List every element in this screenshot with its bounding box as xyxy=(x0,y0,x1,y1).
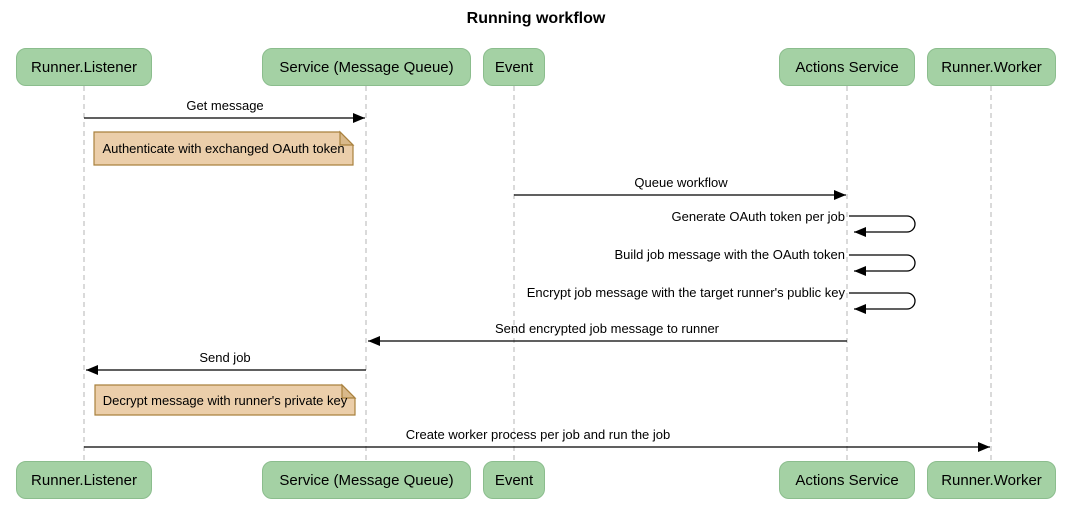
actor-bottom-actions-service: Actions Service xyxy=(779,461,915,499)
message-label-build-job-message: Build job message with the OAuth token xyxy=(614,247,845,262)
diagram-title: Running workflow xyxy=(466,10,606,27)
actor-top-runner-worker: Runner.Worker xyxy=(927,48,1056,86)
actor-top-actions-service: Actions Service xyxy=(779,48,915,86)
actor-bottom-service-message-queue: Service (Message Queue) xyxy=(262,461,471,499)
actor-label: Actions Service xyxy=(795,58,899,76)
message-label-generate-oauth-token: Generate OAuth token per job xyxy=(671,209,845,224)
message-label-send-job: Send job xyxy=(199,350,251,365)
actor-label: Event xyxy=(494,58,534,76)
arrow-self-generate-oauth-token xyxy=(849,215,916,237)
actor-bottom-event: Event xyxy=(483,461,545,499)
note-label-authenticate: Authenticate with exchanged OAuth token xyxy=(102,141,345,156)
actor-bottom-runner-listener: Runner.Listener xyxy=(16,461,152,499)
actor-label: Event xyxy=(494,471,534,489)
actor-label: Runner.Listener xyxy=(31,471,137,489)
actor-label: Service (Message Queue) xyxy=(279,58,454,76)
message-label-get-message: Get message xyxy=(186,98,264,113)
actor-top-event: Event xyxy=(483,48,545,86)
message-label-encrypt-job-message: Encrypt job message with the target runn… xyxy=(526,285,845,300)
actor-label: Actions Service xyxy=(795,471,899,489)
actor-label: Service (Message Queue) xyxy=(279,471,454,489)
actor-top-service-message-queue: Service (Message Queue) xyxy=(262,48,471,86)
arrow-self-build-job-message xyxy=(849,254,916,276)
note-label-decrypt: Decrypt message with runner's private ke… xyxy=(102,392,348,408)
note-fold-icon xyxy=(339,130,355,146)
actor-label: Runner.Worker xyxy=(941,58,1042,76)
arrow-self-encrypt-job-message xyxy=(849,292,916,314)
note-box-decrypt xyxy=(94,384,356,416)
note-box-authenticate xyxy=(93,131,354,166)
message-label-queue-workflow: Queue workflow xyxy=(634,175,728,190)
actor-top-runner-listener: Runner.Listener xyxy=(16,48,152,86)
actor-label: Runner.Worker xyxy=(941,471,1042,489)
actor-label: Runner.Listener xyxy=(31,58,137,76)
message-label-send-encrypted-job-message: Send encrypted job message to runner xyxy=(494,321,720,336)
actor-bottom-runner-worker: Runner.Worker xyxy=(927,461,1056,499)
note-fold-icon xyxy=(341,383,357,399)
message-label-create-worker-process: Create worker process per job and run th… xyxy=(405,427,671,442)
